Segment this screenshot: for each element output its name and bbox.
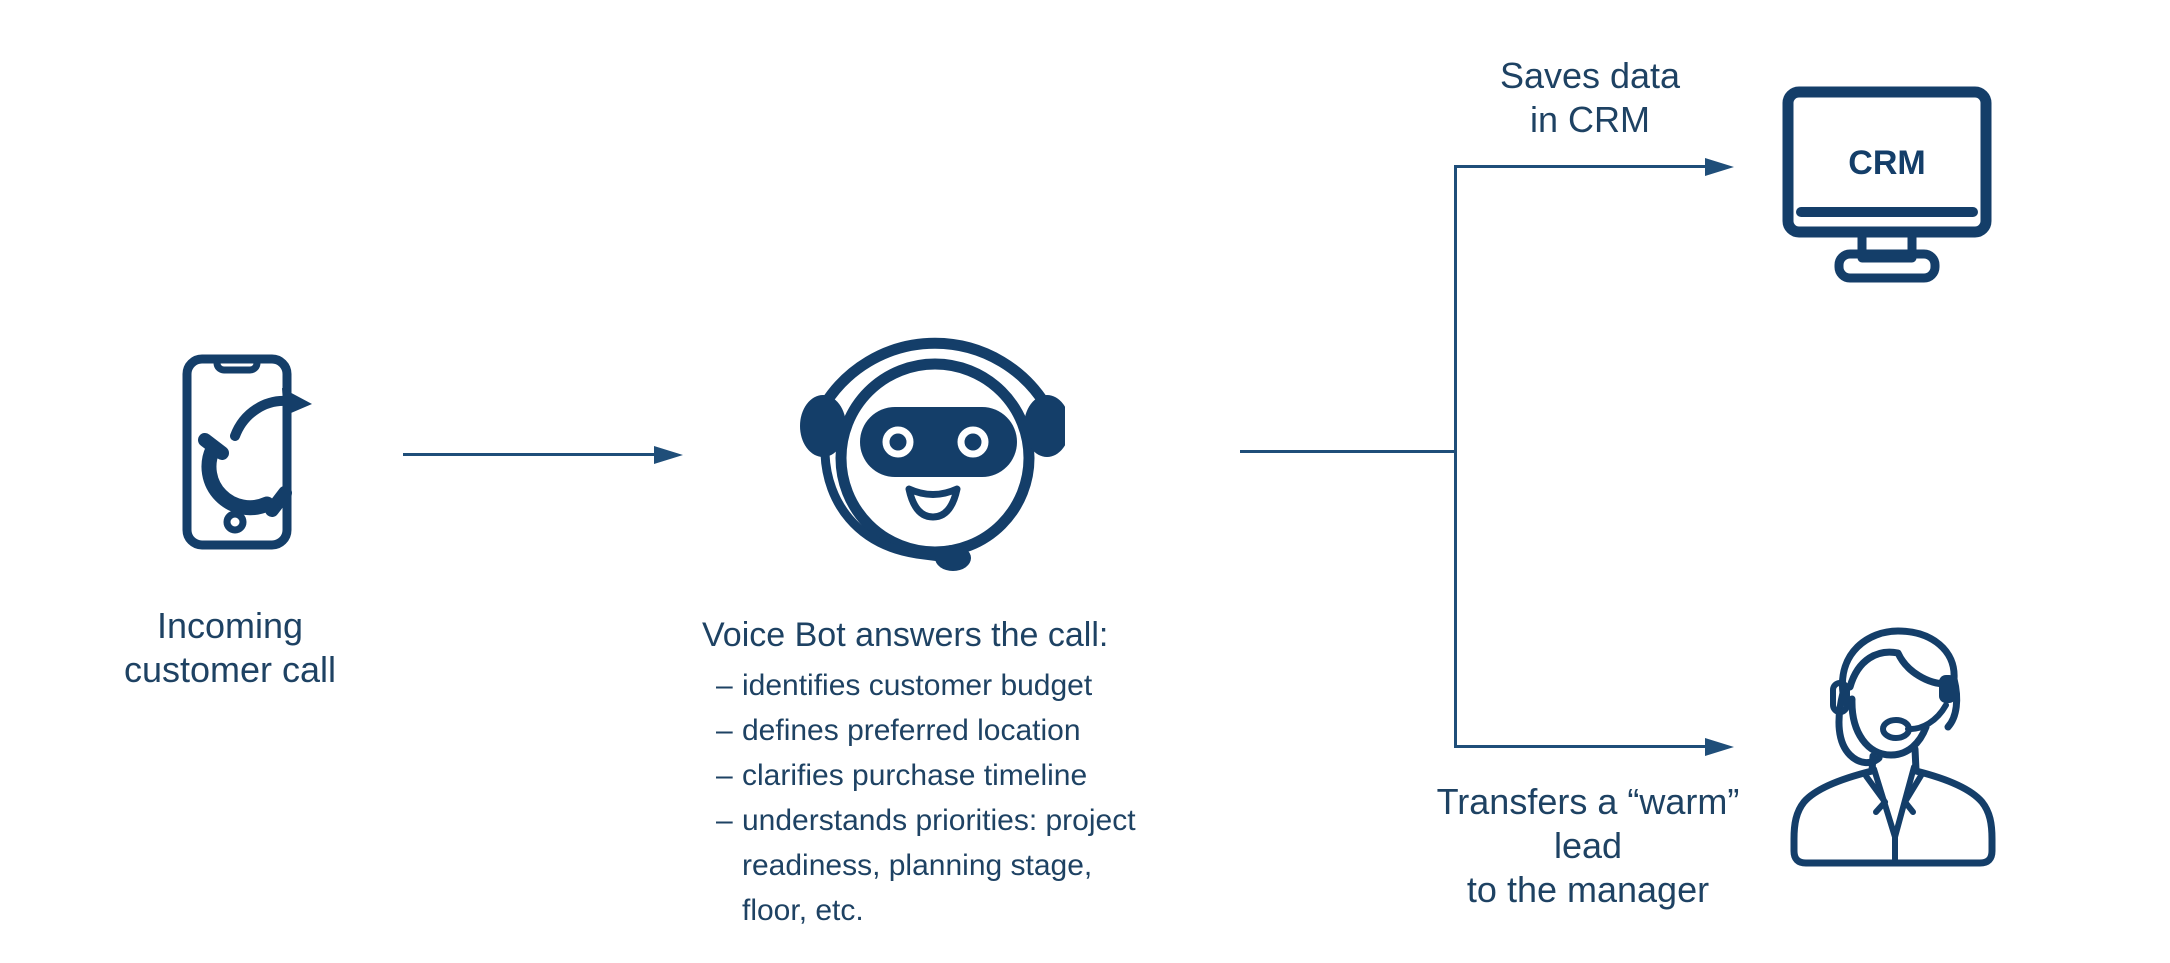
bot-title: Voice Bot answers the call: <box>702 616 1109 654</box>
phone-caption-line2: customer call <box>123 649 337 690</box>
crm-caption-line1: Saves data <box>1499 55 1681 96</box>
crm-screen-label: CRM <box>1848 144 1925 182</box>
manager-headset-icon <box>1790 627 1996 867</box>
voice-bot-headset-icon <box>800 337 1065 571</box>
phone-caption-line1: Incoming <box>156 605 304 646</box>
arrow-to-crm-head <box>1705 158 1734 176</box>
bullet-defines-location: – defines preferred location <box>716 714 1081 747</box>
bot-caption-block: Voice Bot answers the call: – identifies… <box>702 614 1172 933</box>
arrow-to-manager-line <box>1454 745 1707 748</box>
bullet-identifies-budget: – identifies customer budget <box>716 669 1093 702</box>
manager-caption-line1: Transfers a “warm” lead <box>1436 781 1740 866</box>
manager-caption: Transfers a “warm” lead to the manager <box>1398 780 1778 912</box>
arrow-phone-to-bot-head <box>654 446 683 464</box>
crm-caption: Saves data in CRM <box>1440 54 1740 142</box>
bullet-understands-priorities-wrap1: readiness, planning stage, <box>742 849 1093 882</box>
crm-caption-line2: in CRM <box>1529 99 1650 140</box>
crm-monitor-icon: CRM <box>1782 86 1992 283</box>
junction-vertical-line <box>1454 165 1457 748</box>
arrow-to-manager-head <box>1705 738 1734 756</box>
line-bot-to-junction <box>1240 450 1457 453</box>
manager-caption-line2: to the manager <box>1466 869 1710 910</box>
arrow-to-crm-line <box>1454 165 1707 168</box>
phone-outgoing-call-icon <box>182 354 312 550</box>
bullet-understands-priorities-wrap2: floor, etc. <box>742 894 864 927</box>
arrow-phone-to-bot <box>403 453 656 456</box>
bullet-understands-priorities: – understands priorities: project <box>716 804 1136 837</box>
bot-bullet-list: – identifies customer budget – defines p… <box>716 663 1172 933</box>
phone-caption: Incoming customer call <box>80 604 380 692</box>
bullet-clarifies-timeline: – clarifies purchase timeline <box>716 759 1088 792</box>
